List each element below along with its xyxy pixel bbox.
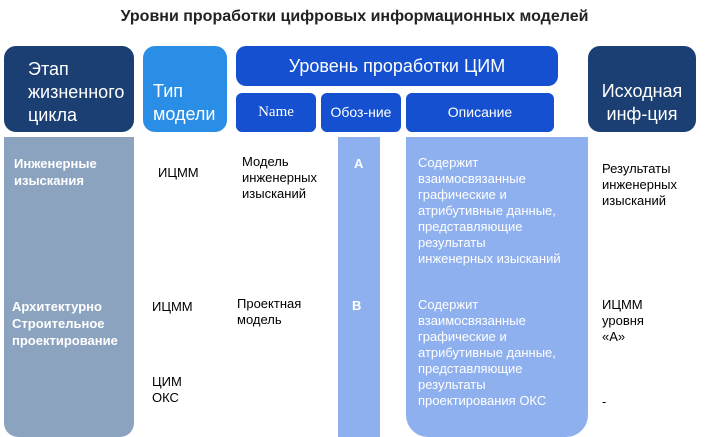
- text-line: взаимосвязанные: [418, 313, 526, 328]
- row2-description: Содержит взаимосвязанные графические и а…: [418, 297, 556, 409]
- text-line: уровня: [602, 313, 644, 328]
- text-line: проектирование: [12, 333, 118, 348]
- header-abbreviation: Обоз-ние: [321, 93, 401, 132]
- text-line: Содержит: [418, 297, 479, 312]
- text-line: графические и: [418, 329, 507, 344]
- row2-source: ИЦММ уровня «А»: [602, 297, 644, 345]
- text-line: проектирования ОКС: [418, 393, 547, 408]
- header-line: Этап: [28, 59, 69, 79]
- text-line: изысканий: [242, 186, 306, 201]
- text-line: Архитектурно: [12, 299, 102, 314]
- header-line: Исходная: [601, 81, 683, 101]
- row1-source: Результаты инженерных изысканий: [602, 161, 677, 209]
- text-line: ЦИМ: [152, 374, 182, 389]
- text-line: атрибутивные данные,: [418, 345, 556, 360]
- text-line: ИЦММ: [602, 297, 643, 312]
- text-line: Строительное: [12, 316, 105, 331]
- text-line: ИЦММ: [158, 165, 199, 180]
- text-line: -: [602, 394, 607, 409]
- text-line: результаты: [418, 377, 486, 392]
- text-line: атрибутивные данные,: [418, 203, 556, 218]
- text-line: представляющие: [418, 361, 523, 376]
- row1-abbreviation: А: [354, 156, 364, 171]
- text-line: инженерных изысканий: [418, 251, 561, 266]
- row2-type: ИЦММ: [152, 299, 193, 315]
- page-title: Уровни проработки цифровых информационны…: [120, 8, 589, 25]
- text-line: Инженерные: [14, 156, 97, 171]
- text-line: инженерных: [602, 177, 678, 192]
- abbreviation-column-bg: [338, 137, 380, 437]
- text-line: взаимосвязанные: [418, 171, 526, 186]
- text-line: изыскания: [14, 173, 84, 188]
- row1-stage: Инженерные изыскания: [14, 155, 97, 189]
- header-model-type: Тип модели: [143, 46, 227, 132]
- text-line: модель: [237, 312, 282, 327]
- text-line: представляющие: [418, 219, 523, 234]
- header-detail-level: Уровень проработки ЦИМ: [236, 46, 558, 86]
- text-line: инженерных: [242, 170, 318, 185]
- text-line: ОКС: [152, 390, 179, 405]
- row1-type: ИЦММ: [158, 165, 199, 181]
- row3-type: ЦИМ ОКС: [152, 374, 182, 406]
- text-line: результаты: [418, 235, 486, 250]
- text-line: Содержит: [418, 155, 479, 170]
- text-line: графические и: [418, 187, 507, 202]
- header-line: цикла: [28, 105, 77, 125]
- text-line: изысканий: [602, 193, 666, 208]
- header-source-info: Исходная инф-ция: [588, 46, 696, 132]
- stage-column-bg: [4, 137, 134, 437]
- text-line: Проектная: [237, 296, 302, 311]
- text-line: ИЦММ: [152, 299, 193, 314]
- header-name: Name: [236, 93, 316, 132]
- row1-description: Содержит взаимосвязанные графические и а…: [418, 155, 561, 267]
- header-description: Описание: [406, 93, 554, 132]
- text-line: «А»: [602, 329, 626, 344]
- header-lifecycle-stage: Этап жизненного цикла: [4, 46, 134, 132]
- row2-abbreviation: В: [352, 298, 362, 313]
- header-line: жизненного: [28, 82, 125, 102]
- text-line: Результаты: [602, 161, 671, 176]
- text-line: Модель: [242, 154, 289, 169]
- header-line: инф-ция: [606, 104, 678, 124]
- row2-stage: Архитектурно Строительное проектирование: [12, 298, 118, 349]
- row2-name: Проектная модель: [237, 296, 301, 328]
- header-line: модели: [153, 104, 216, 124]
- header-line: Тип: [153, 81, 184, 101]
- row1-name: Модель инженерных изысканий: [242, 154, 317, 202]
- description-column-bg: [406, 137, 588, 437]
- row3-source: -: [602, 394, 606, 410]
